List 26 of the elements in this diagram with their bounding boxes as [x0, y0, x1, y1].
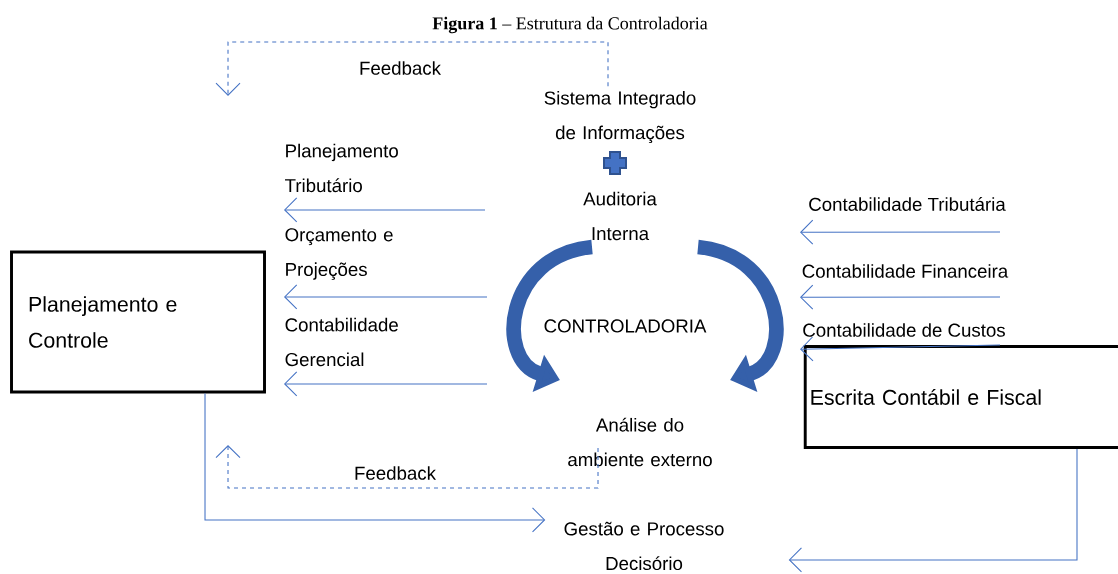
arrow [283, 284, 488, 310]
arrow [215, 41, 609, 96]
process-box: Escrita Contábil e Fiscal [803, 345, 1118, 449]
text-label: Contabilidade Tributária [809, 197, 1006, 211]
text-label: Contabilidade de Custos [803, 323, 1005, 337]
arrow [283, 197, 486, 223]
text-label: Análise do ambiente externo [568, 417, 712, 467]
text-label: Gestão e Processo Decisório [564, 521, 724, 571]
edge-label: Feedback [360, 61, 441, 75]
arrow [204, 392, 546, 533]
arrow [788, 448, 1078, 573]
edge-label: Contabilidade Gerencial [285, 317, 398, 367]
text-label: Contabilidade Financeira [802, 264, 1009, 278]
edge-label: Orçamento e Projeções [285, 228, 393, 280]
figure-title: Figura 1 – Estrutura da Controladoria [432, 16, 708, 34]
arrow [283, 371, 488, 397]
center-title: CONTROLADORIA [544, 319, 707, 333]
text-label: Sistema Integrado de Informações [544, 90, 696, 144]
arrow [215, 445, 599, 489]
edge-label: Feedback [355, 466, 436, 480]
text-label: Auditoria Interna [583, 191, 657, 241]
process-box: Planejamento e Controle [10, 250, 266, 394]
arrow [800, 336, 1001, 362]
arrow [800, 284, 1001, 310]
arrow [800, 219, 1001, 245]
edge-label: Planejamento Tributário [285, 143, 398, 193]
